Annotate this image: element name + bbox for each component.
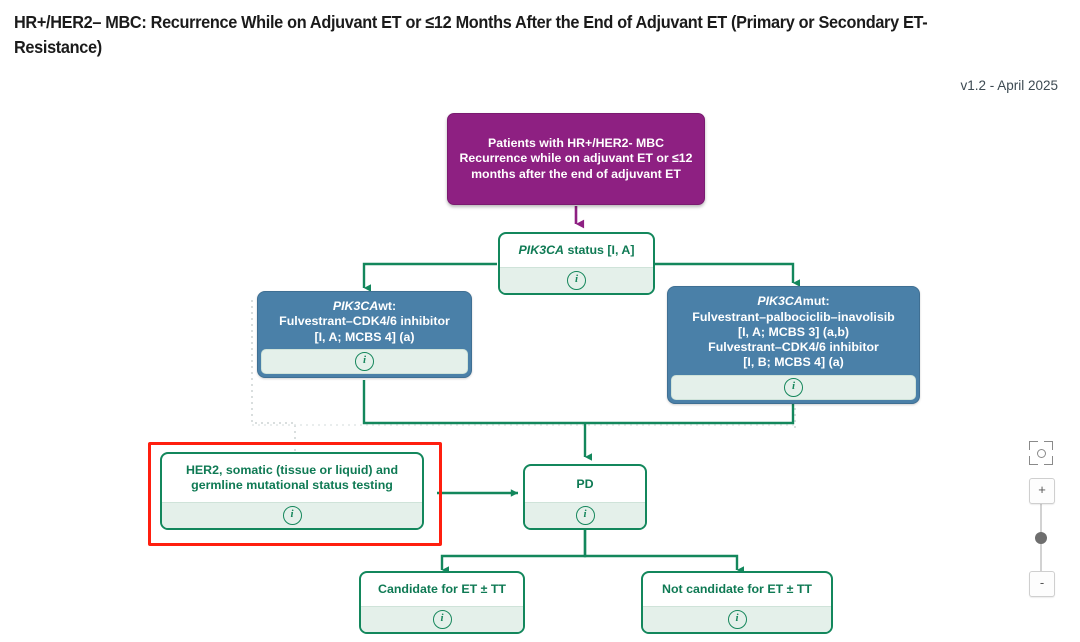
selection-highlight-frame [148,442,442,546]
info-icon[interactable]: i [575,506,595,525]
node-pik3ca-status[interactable]: PIK3CA status [I, A] i [498,232,655,295]
node-her2-line2: germline mutational status testing [191,478,393,492]
fit-screen-icon[interactable] [1028,440,1054,466]
version-label: v1.2 - April 2025 [960,78,1058,93]
node-not-candidate-et-tt[interactable]: Not candidate for ET ± TT i [641,571,833,634]
zoom-in-button[interactable]: + [1029,478,1055,504]
node-pd[interactable]: PD i [523,464,647,530]
node-pik3ca-wt-suffix: wt: [378,299,397,314]
node-her2-testing[interactable]: HER2, somatic (tissue or liquid) and ger… [160,452,424,530]
node-candidate-et-tt[interactable]: Candidate for ET ± TT i [359,571,525,634]
info-bar[interactable]: i [162,502,422,528]
node-pik3ca-mut-line4: Fulvestrant–CDK4/6 inhibitor [708,340,879,355]
node-pik3ca-mut[interactable]: PIK3CAmut: Fulvestrant–palbociclib–inavo… [667,286,920,404]
node-pik3ca-mut-suffix: mut: [802,294,830,309]
node-root-label: Patients with HR+/HER2- MBC Recurrence w… [459,135,693,181]
fit-corner-bottom-left [1029,456,1038,465]
node-her2-testing-label: HER2, somatic (tissue or liquid) and ger… [162,454,422,502]
info-bar[interactable]: i [361,606,523,632]
zoom-slider-handle[interactable] [1035,532,1047,544]
node-patients-root[interactable]: Patients with HR+/HER2- MBC Recurrence w… [447,113,705,205]
gene-name-pik3ca-wt: PIK3CA [332,299,379,314]
zoom-controls[interactable]: + - [1028,440,1058,597]
node-pik3ca-status-label: PIK3CA status [I, A] [500,234,653,267]
diagram-header: HR+/HER2– MBC: Recurrence While on Adjuv… [14,10,1024,60]
node-pik3ca-wt[interactable]: PIK3CAwt: Fulvestrant–CDK4/6 inhibitor [… [257,291,472,378]
fit-corner-bottom-right [1044,456,1053,465]
info-bar[interactable]: i [525,502,645,528]
info-icon[interactable]: i [282,506,302,525]
info-bar[interactable]: i [500,267,653,293]
gene-name-pik3ca: PIK3CA [518,243,564,257]
node-pik3ca-wt-line2: Fulvestrant–CDK4/6 inhibitor [279,314,450,329]
info-icon[interactable]: i [432,610,452,629]
info-bar[interactable]: i [643,606,831,632]
node-pik3ca-mut-line2: Fulvestrant–palbociclib–inavolisib [692,309,895,324]
fit-corner-top-right [1044,441,1053,450]
node-her2-line1: HER2, somatic (tissue or liquid) and [185,463,399,477]
node-candidate-label: Candidate for ET ± TT [378,582,506,596]
gene-name-pik3ca-mut: PIK3CA [757,294,803,309]
node-pik3ca-wt-line3: [I, A; MCBS 4] (a) [314,329,415,344]
node-pd-label: PD [576,476,594,491]
info-icon[interactable]: i [355,352,374,371]
info-icon[interactable]: i [784,378,803,397]
node-pik3ca-mut-label: PIK3CAmut: Fulvestrant–palbociclib–inavo… [671,290,916,375]
node-pik3ca-status-rest: status [I, A] [564,243,635,257]
node-pik3ca-mut-line3: [I, A; MCBS 3] (a,b) [737,324,850,339]
node-pik3ca-mut-line5: [I, B; MCBS 4] (a) [743,355,844,370]
info-icon[interactable]: i [727,610,747,629]
zoom-out-button[interactable]: - [1029,571,1055,597]
info-bar[interactable]: i [261,349,468,374]
info-bar[interactable]: i [671,375,916,400]
node-pik3ca-wt-label: PIK3CAwt: Fulvestrant–CDK4/6 inhibitor [… [261,295,468,349]
page-title: HR+/HER2– MBC: Recurrence While on Adjuv… [14,12,928,57]
fit-corner-top-left [1029,441,1038,450]
info-icon[interactable]: i [567,271,586,290]
node-not-candidate-label: Not candidate for ET ± TT [662,582,812,596]
fit-center-dot [1037,449,1046,458]
